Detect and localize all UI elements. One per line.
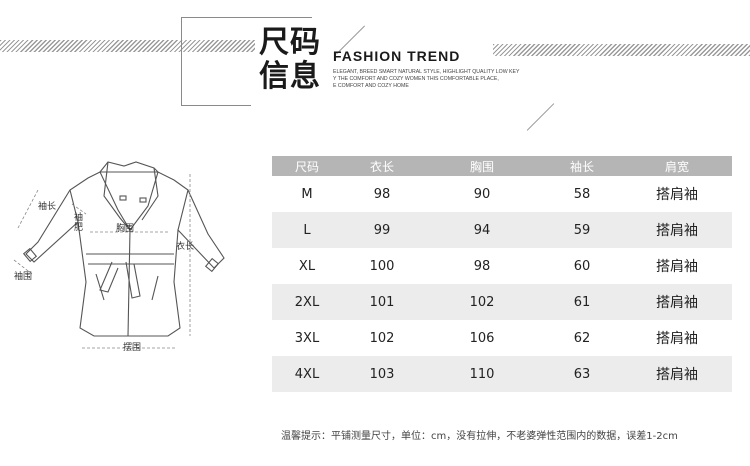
cell-length: 103 (369, 366, 395, 382)
brand-title: FASHION TREND (333, 48, 461, 64)
label-sleeve-width: 袖 肥 (74, 213, 84, 233)
cell-size: 2XL (294, 294, 320, 310)
measure-cuff (13, 259, 33, 275)
cell-length: 101 (369, 294, 395, 310)
brand-subtitle-line: Y THE COMFORT AND COZY WOMEN THIS COMFOR… (333, 76, 499, 82)
cell-size: M (301, 186, 313, 202)
label-cuff: 袖围 (14, 272, 33, 282)
cell-sleeve: 61 (573, 294, 591, 310)
measure-sleeve-length (17, 189, 39, 229)
coat-collar (99, 161, 159, 231)
cell-chest: 102 (469, 294, 495, 310)
cell-size: 4XL (294, 366, 320, 382)
coat-drawing (13, 161, 225, 349)
cell-length: 100 (369, 258, 395, 274)
cell-sleeve: 60 (573, 258, 591, 274)
title-line-1: 尺码 (259, 25, 321, 60)
title-frame (181, 17, 312, 106)
table-row: 4XL 103 110 63 搭肩袖 (272, 356, 732, 392)
measurement-note: 温馨提示：平铺测量尺寸，单位：cm，没有拉伸，不老婆弹性范围内的数据，误差1-2… (281, 431, 678, 442)
table-row: 3XL 102 106 62 搭肩袖 (272, 320, 732, 356)
label-chest: 胸围 (116, 224, 135, 234)
cell-shoulder: 搭肩袖 (656, 223, 698, 239)
garment-diagram: 袖长 袖 肥 胸围 衣长 袖围 摆围 (8, 150, 248, 365)
header-hatch-right (493, 44, 750, 56)
label-hem: 摆围 (123, 343, 142, 353)
header-size: 尺码 (294, 159, 319, 174)
header-sleeve: 袖长 (569, 159, 594, 174)
brand-subtitle: ELEGANT, BREED SMART NATURAL STYLE, HIGH… (333, 69, 563, 90)
cell-chest: 94 (473, 222, 491, 238)
cell-chest: 110 (469, 366, 495, 382)
cell-chest: 90 (473, 186, 491, 202)
page-title: 尺码 信息 (255, 26, 325, 94)
cell-length: 99 (373, 222, 391, 238)
brand-subtitle-line: E COMFORT AND COZY HOME (333, 83, 409, 89)
cell-sleeve: 63 (573, 366, 591, 382)
cell-chest: 98 (473, 258, 491, 274)
cell-shoulder: 搭肩袖 (656, 187, 698, 203)
cell-size: XL (298, 258, 316, 274)
cell-shoulder: 搭肩袖 (656, 259, 698, 275)
cell-size: L (303, 222, 311, 238)
header-hatch-left (0, 40, 255, 52)
cell-chest: 106 (469, 330, 495, 346)
cell-sleeve: 59 (573, 222, 591, 238)
cell-size: 3XL (294, 330, 320, 346)
header-chest: 胸围 (469, 159, 494, 174)
label-body-length: 衣长 (176, 242, 195, 252)
coat-belt (86, 253, 174, 265)
decor-slash (526, 103, 555, 131)
size-table: 尺码 衣长 胸围 袖长 肩宽 M 98 90 58 搭肩袖 L 99 94 59… (272, 156, 732, 392)
table-row: M 98 90 58 搭肩袖 (272, 176, 732, 212)
header-length: 衣长 (369, 159, 394, 174)
table-row: 2XL 101 102 61 搭肩袖 (272, 284, 732, 320)
brand-subtitle-line: ELEGANT, BREED SMART NATURAL STYLE, HIGH… (333, 69, 520, 75)
cell-sleeve: 58 (573, 186, 591, 202)
measure-sleeve-width (71, 203, 87, 215)
cell-shoulder: 搭肩袖 (656, 295, 698, 311)
table-row: XL 100 98 60 搭肩袖 (272, 248, 732, 284)
title-frame-bottom (181, 105, 251, 106)
title-line-2: 信息 (259, 59, 321, 94)
header-shoulder: 肩宽 (664, 159, 689, 174)
coat-outline (25, 171, 225, 337)
label-sleeve-length: 袖长 (38, 202, 57, 212)
table-header: 尺码 衣长 胸围 袖长 肩宽 (272, 156, 732, 176)
cell-shoulder: 搭肩袖 (656, 331, 698, 347)
cell-shoulder: 搭肩袖 (656, 367, 698, 383)
cell-length: 98 (373, 186, 391, 202)
cell-sleeve: 62 (573, 330, 591, 346)
table-row: L 99 94 59 搭肩袖 (272, 212, 732, 248)
cell-length: 102 (369, 330, 395, 346)
